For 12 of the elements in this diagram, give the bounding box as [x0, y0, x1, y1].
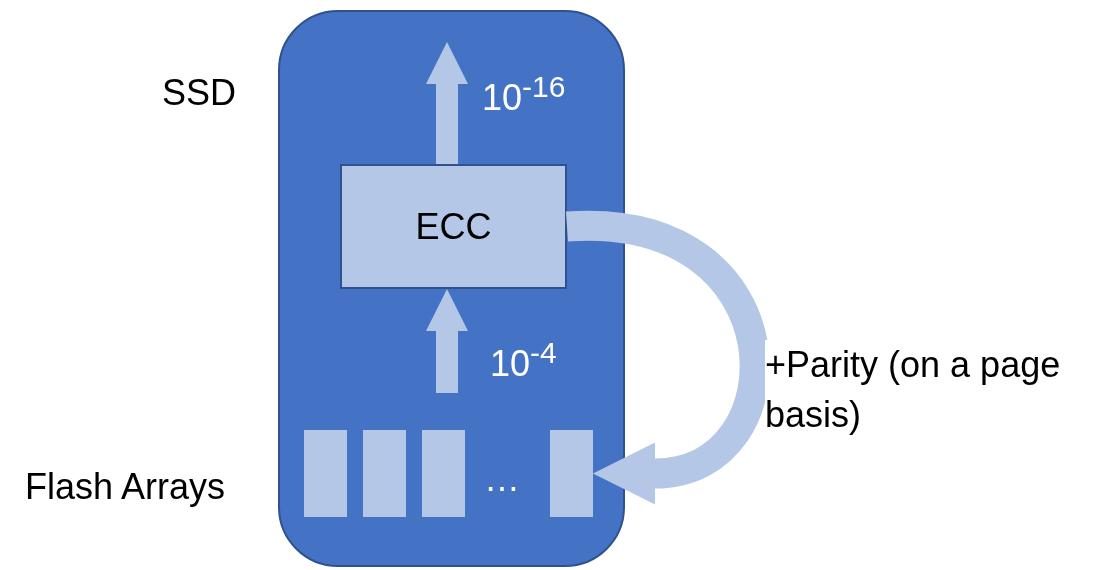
ellipsis-text: …	[484, 458, 520, 500]
arrow	[426, 289, 468, 393]
array-label: Flash Arrays	[25, 466, 226, 508]
flash-array-bar	[304, 430, 347, 517]
box-label: ECC	[415, 205, 492, 248]
flash-array-bar	[422, 430, 465, 517]
flash-array-bar	[550, 430, 593, 517]
ecc-box	[340, 164, 567, 289]
arrow	[566, 211, 770, 505]
arrow	[426, 42, 468, 164]
flash-array-bar	[363, 430, 406, 517]
box-title: SSD	[162, 72, 237, 114]
